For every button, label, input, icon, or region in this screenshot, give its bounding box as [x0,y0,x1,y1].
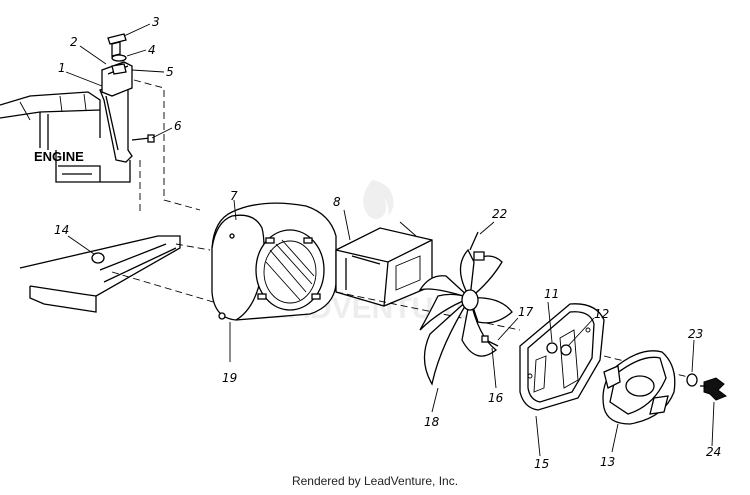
callouts: 1 2 3 4 5 6 7 8 11 12 13 14 15 16 17 18 … [54,15,721,471]
callout-7: 7 [230,189,238,203]
callout-5: 5 [166,65,174,79]
callout-11: 11 [544,287,559,301]
callout-6: 6 [174,119,182,133]
callout-24: 24 [706,445,721,459]
footer-credit: Rendered by LeadVenture, Inc. [291,474,459,488]
callout-3: 3 [152,15,160,29]
callout-2: 2 [70,35,78,49]
callout-1: 1 [58,61,66,75]
engine: ENGINE [0,91,131,183]
mount-bracket [99,33,155,163]
callout-14: 14 [54,223,69,237]
blower-housing [211,199,337,362]
fasteners [469,221,519,389]
leaders-top-left [65,23,201,212]
callout-13: 13 [600,455,615,469]
callout-8: 8 [333,195,341,209]
cover-plate [602,350,676,453]
engine-label: ENGINE [34,149,84,164]
impeller [418,248,513,413]
knob-assembly [686,339,728,447]
callout-22: 22 [492,207,507,221]
callout-16: 16 [488,391,504,405]
skid-plate [19,235,221,313]
callout-17: 17 [518,305,534,319]
callout-19: 19 [222,371,237,385]
callout-18: 18 [424,415,440,429]
callout-4: 4 [148,43,156,57]
callout-23: 23 [688,327,703,341]
callout-15: 15 [534,457,549,471]
callout-12: 12 [594,307,609,321]
mounting-plate [519,301,701,457]
